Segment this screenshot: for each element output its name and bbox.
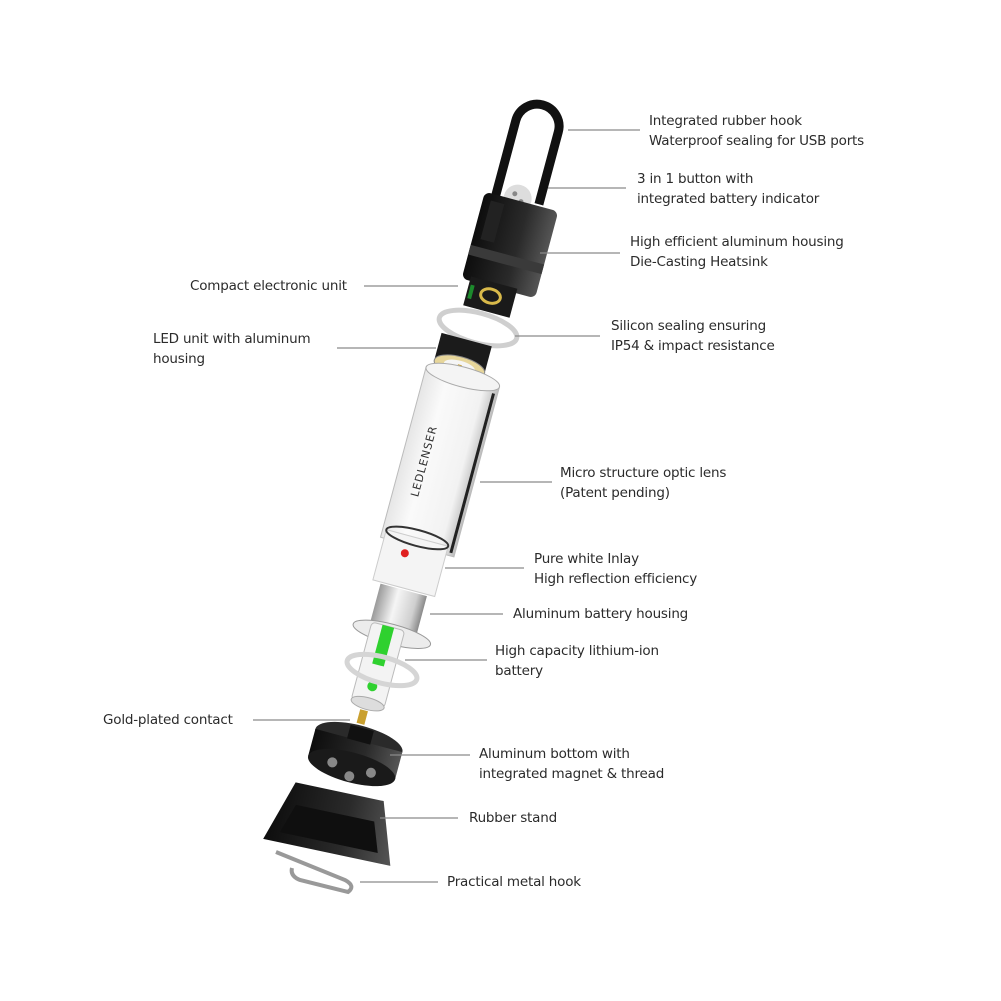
callout-line: Micro structure optic lens — [560, 465, 727, 481]
callout-line: battery — [495, 663, 543, 679]
li-ion-battery — [350, 622, 405, 712]
callout-line: Silicon sealing ensuring — [611, 318, 766, 334]
gold-contact — [356, 709, 368, 725]
callout-aluminum-bottom: Aluminum bottom with integrated magnet & … — [479, 744, 664, 784]
callout-optic-lens: Micro structure optic lens (Patent pendin… — [560, 463, 726, 503]
callout-line: Compact electronic unit — [190, 278, 347, 294]
callout-line: Rubber stand — [469, 810, 557, 826]
callout-line: 3 in 1 button with — [637, 171, 754, 187]
indicator-led — [400, 549, 409, 558]
callout-rubber-stand: Rubber stand — [469, 808, 557, 828]
callout-line: integrated battery indicator — [637, 191, 820, 207]
callout-line: High reflection efficiency — [534, 571, 698, 587]
white-inlay — [372, 525, 450, 598]
callout-line: Integrated rubber hook — [649, 113, 802, 129]
callout-electronic-unit: Compact electronic unit — [190, 276, 347, 296]
callout-gold-contact: Gold-plated contact — [103, 710, 233, 730]
callout-line: High capacity lithium-ion — [495, 643, 659, 659]
callout-line: Aluminum battery housing — [513, 606, 689, 622]
callout-line: (Patent pending) — [560, 485, 670, 501]
battery-ring — [344, 651, 420, 689]
callout-metal-hook: Practical metal hook — [447, 872, 581, 892]
callout-line: Aluminum bottom with — [479, 746, 630, 762]
callout-line: Practical metal hook — [447, 874, 581, 890]
aluminum-bottom — [307, 721, 403, 787]
rubber-stand — [263, 782, 391, 866]
callout-line: Pure white Inlay — [534, 551, 639, 567]
metal-hook — [275, 850, 354, 895]
callout-line: Die-Casting Heatsink — [630, 254, 768, 270]
callout-button: 3 in 1 button with integrated battery ind… — [637, 169, 819, 209]
callout-line: Gold-plated contact — [103, 712, 233, 728]
callout-line: integrated magnet & thread — [479, 766, 665, 782]
callout-line: High efficient aluminum housing — [630, 234, 844, 250]
callout-led-unit: LED unit with aluminum housing — [153, 329, 311, 369]
electronic-unit — [463, 276, 518, 318]
callout-line: IP54 & impact resistance — [611, 338, 775, 354]
leader-lines — [253, 129, 640, 883]
callout-line: housing — [153, 351, 205, 367]
callout-line: Waterproof sealing for USB ports — [649, 133, 864, 149]
aluminum-housing — [462, 193, 558, 297]
callout-battery-housing: Aluminum battery housing — [513, 604, 688, 624]
callout-line: LED unit with aluminum — [153, 331, 311, 347]
callout-battery: High capacity lithium-ion battery — [495, 641, 659, 681]
